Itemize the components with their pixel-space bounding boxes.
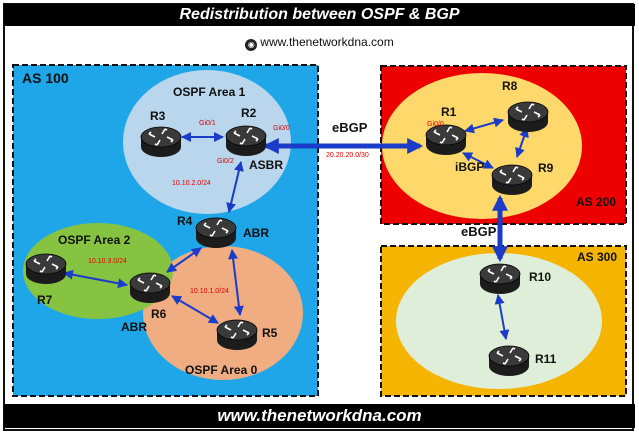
router-r4-icon <box>195 217 237 249</box>
ospf-area0-region <box>143 246 303 380</box>
title-bar: Redistribution between OSPF & BGP <box>4 4 635 26</box>
r4-abr-role-label: ABR <box>243 226 269 240</box>
link-r6-r5 <box>171 295 219 324</box>
link-r2-r4 <box>226 161 244 213</box>
router-r1-icon <box>425 124 467 156</box>
site-credit: ◉www.thenetworkdna.com <box>0 35 639 51</box>
subnet-r6-r7-label: 10.10.3.0/24 <box>88 258 127 265</box>
router-r6-label: R6 <box>151 307 167 321</box>
router-r10-icon <box>479 263 521 295</box>
router-r10-label: R10 <box>529 270 551 284</box>
router-r8-label: R8 <box>502 79 518 93</box>
router-r11-icon <box>488 345 530 377</box>
router-r1-label: R1 <box>441 105 457 119</box>
router-r9-label: R9 <box>538 161 554 175</box>
subnet-r4-r6-r5-label: 10.10.1.0/24 <box>190 288 229 295</box>
router-r6-icon <box>129 272 171 304</box>
router-r2-icon <box>225 125 267 157</box>
link-r8-r9 <box>515 127 529 158</box>
link-r7-r6 <box>63 269 128 289</box>
ospf-area0-label: OSPF Area 0 <box>185 363 258 377</box>
asbr-role-label: ASBR <box>249 158 283 172</box>
subnet-r2-r3-label: 10.10.2.0/24 <box>172 180 211 187</box>
r1-gi00-label: Gi0/0 <box>427 121 444 128</box>
router-r4-label: R4 <box>177 214 193 228</box>
router-r7-label: R7 <box>37 293 53 307</box>
link-r1-r8 <box>464 117 504 134</box>
r2-gi00-label: Gi0/0 <box>273 125 290 132</box>
r6-abr-role-label: ABR <box>121 320 147 334</box>
globe-logo-icon: ◉ <box>245 39 258 51</box>
as100-label: AS 100 <box>22 70 69 86</box>
router-r5-icon <box>216 319 258 351</box>
router-r11-label: R11 <box>535 352 557 366</box>
diagram-title: Redistribution between OSPF & BGP <box>179 6 460 23</box>
ebgp-r2-r1-label: eBGP <box>332 120 368 135</box>
router-r8-icon <box>507 101 549 133</box>
router-r5-label: R5 <box>262 326 278 340</box>
r3-gi01-label: Gi0/1 <box>199 120 216 127</box>
ospf-area2-label: OSPF Area 2 <box>58 233 131 247</box>
link-r4-r6 <box>166 247 202 273</box>
subnet-r2-r1-label: 20.20.20.0/30 <box>326 152 369 159</box>
ebgp-as200-as300-label: eBGP <box>461 224 497 239</box>
ibgp-label: iBGP <box>455 160 484 174</box>
as300-label: AS 300 <box>577 250 617 264</box>
link-r4-r5 <box>228 249 244 316</box>
as200-label: AS 200 <box>576 195 616 209</box>
router-r7-icon <box>25 253 67 285</box>
r2-gi02-label: Gi0/2 <box>217 158 234 165</box>
router-r3-label: R3 <box>150 109 166 123</box>
router-r3-icon <box>140 126 182 158</box>
ospf-area1-region <box>123 70 291 214</box>
router-r9-icon <box>491 164 533 196</box>
footer-bar: www.thenetworkdna.com <box>4 404 635 428</box>
link-r1-r9 <box>462 152 494 169</box>
link-r10-r11 <box>494 294 510 340</box>
site-credit-text: www.thenetworkdna.com <box>260 35 394 49</box>
ospf-area1-label: OSPF Area 1 <box>173 85 246 99</box>
footer-text: www.thenetworkdna.com <box>217 406 422 425</box>
router-r2-label: R2 <box>241 106 257 120</box>
